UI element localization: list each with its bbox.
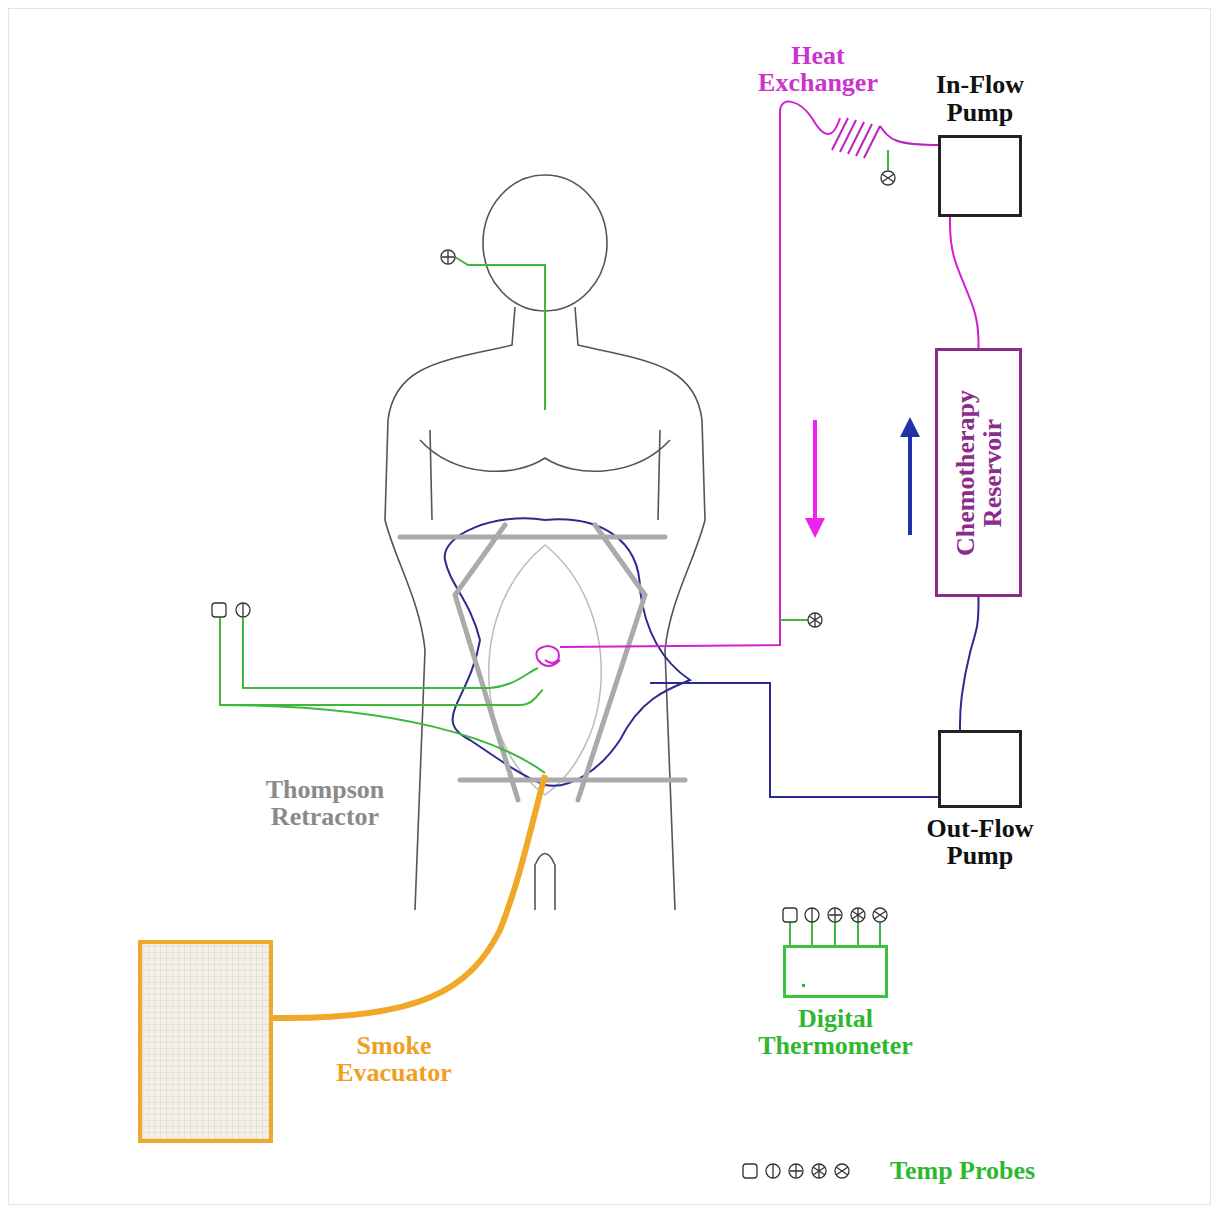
inflow-line [536, 102, 840, 666]
body-outline [385, 175, 705, 910]
reservoir-label: Chemotherapy Reservoir [951, 354, 1006, 591]
node-label: In-Flow Pump [920, 71, 1040, 126]
pump-box: Out-Flow Pump [938, 730, 1022, 808]
thermometer-box: Digital Thermometer [783, 945, 888, 998]
pump-rotor [948, 144, 1012, 799]
flow-arrow [908, 427, 912, 535]
pump-box: In-Flow Pump [938, 135, 1022, 217]
part-label: Heat Exchanger [738, 42, 898, 97]
node-label: Out-Flow Pump [910, 815, 1050, 870]
reservoir-box: Chemotherapy Reservoir [935, 348, 1022, 597]
node-label: Smoke Evacuator [309, 1032, 479, 1087]
retractor [400, 525, 685, 800]
probe-symbol [212, 171, 895, 922]
display-dot [802, 984, 805, 987]
flow-arrow [813, 420, 817, 528]
outflow-line [650, 683, 955, 797]
smoke-evacuator-box: Smoke Evacuator [138, 940, 273, 1143]
legend-text: Temp Probes [890, 1157, 1035, 1184]
node-label: Digital Thermometer [736, 1005, 936, 1060]
part-label: Thompson Retractor [245, 776, 405, 831]
tube-connector [960, 597, 979, 730]
probe-wire [220, 150, 888, 945]
legend-probe-symbols [743, 1164, 849, 1178]
tube-connector [950, 217, 979, 348]
